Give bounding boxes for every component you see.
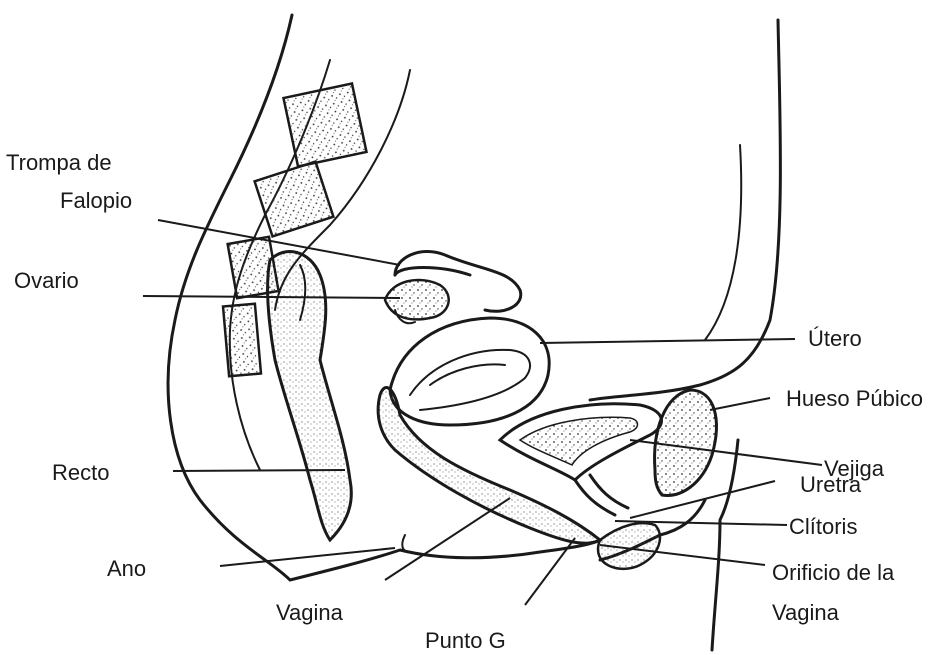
label-fallopian-tube-line2: Falopio [60,188,132,214]
pubic-bone [655,390,717,495]
label-g-spot: Punto G [425,628,506,654]
label-urethra: Uretra [800,472,861,498]
label-vagina: Vagina [276,600,343,626]
rectum [268,252,352,540]
label-anus: Ano [107,556,146,582]
label-ovary: Ovario [14,268,79,294]
uterus [390,318,549,425]
label-fallopian-tube-line1: Trompa de [6,150,112,176]
label-rectum: Recto [52,460,109,486]
abdomen-outline [590,20,780,400]
label-vaginal-opening-line1: Orificio de la [772,560,894,586]
label-pubic-bone: Hueso Púbico [786,386,923,412]
label-uterus: Útero [808,326,862,352]
label-clitoris: Clítoris [789,514,857,540]
label-vaginal-opening-line2: Vagina [772,600,839,626]
ovary [385,280,449,319]
